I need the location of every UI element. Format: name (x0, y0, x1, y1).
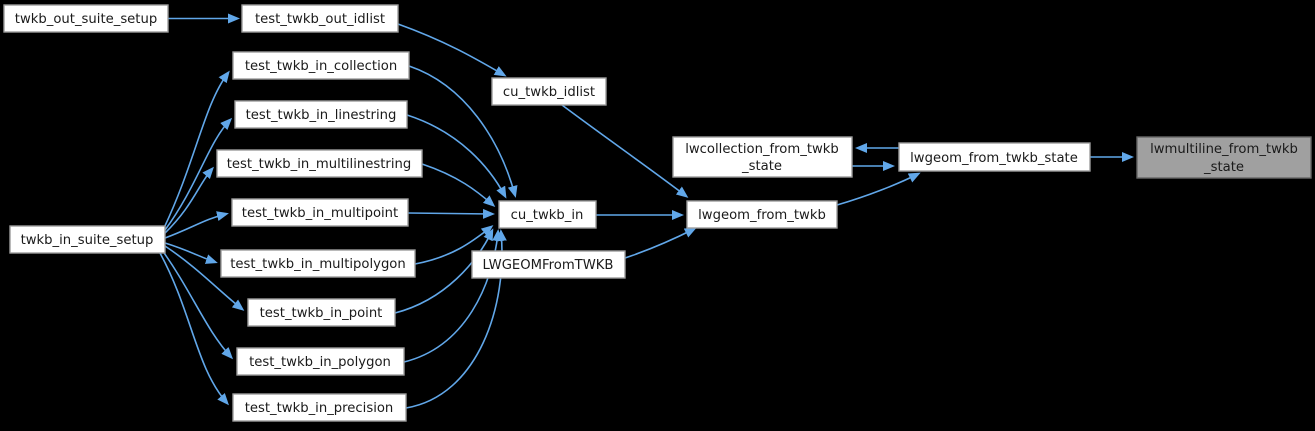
edge-twkb_in_suite_setup-to-test_twkb_in_multilinestring (164, 166, 214, 234)
node-label: test_twkb_in_multipoint (242, 206, 398, 221)
edge-test_twkb_in_multipoint-to-cu_twkb_in (407, 208, 495, 219)
edge-twkb_in_suite_setup-to-test_twkb_in_collection (163, 70, 230, 229)
edge-LWGEOMFromTWKB-to-lwgeom_from_twkb (624, 227, 697, 259)
edge-twkb_in_suite_setup-to-test_twkb_in_precision (159, 252, 229, 406)
node-box (3, 4, 169, 33)
node-box (471, 250, 626, 279)
node-box (1136, 136, 1312, 179)
node-box (216, 149, 423, 178)
node-test_twkb_in_point[interactable]: test_twkb_in_point (247, 298, 396, 327)
node-box (234, 100, 408, 129)
edge-test_twkb_in_collection-to-cu_twkb_in (408, 65, 518, 198)
node-label: lwgeom_from_twkb_state (910, 151, 1078, 166)
node-box (9, 225, 166, 254)
node-lwcollection_from_twkb_state[interactable]: lwcollection_from_twkb _state (672, 136, 853, 178)
node-cu_twkb_in[interactable]: cu_twkb_in (498, 200, 597, 229)
node-test_twkb_in_multipolygon[interactable]: test_twkb_in_multipolygon (220, 249, 416, 278)
node-box (232, 393, 407, 422)
node-box (241, 4, 399, 33)
node-label-line1: lwmultiline_from_twkb (1150, 142, 1298, 157)
node-label: cu_twkb_idlist (503, 85, 595, 100)
node-twkb_in_suite_setup[interactable]: twkb_in_suite_setup (9, 225, 166, 254)
node-label: test_twkb_in_polygon (249, 355, 391, 370)
node-box (491, 77, 607, 106)
node-test_twkb_in_precision[interactable]: test_twkb_in_precision (232, 393, 407, 422)
edge-lwgeom_from_twkb-to-lwgeom_from_twkb_state (836, 172, 921, 206)
node-label: test_twkb_in_multilinestring (227, 157, 411, 172)
node-label-line1: lwcollection_from_twkb (685, 142, 839, 157)
edge-twkb_in_suite_setup-to-test_twkb_in_polygon (161, 249, 234, 360)
node-test_twkb_in_polygon[interactable]: test_twkb_in_polygon (236, 347, 405, 376)
node-test_twkb_in_multilinestring[interactable]: test_twkb_in_multilinestring (216, 149, 423, 178)
node-lwgeom_from_twkb[interactable]: lwgeom_from_twkb (686, 200, 838, 229)
node-test_twkb_in_multipoint[interactable]: test_twkb_in_multipoint (231, 198, 409, 227)
edge-cu_twkb_idlist-to-lwgeom_from_twkb (561, 104, 689, 198)
node-label: test_twkb_in_multipolygon (230, 257, 406, 272)
edge-twkb_in_suite_setup-to-test_twkb_in_linestring (164, 117, 233, 231)
node-cu_twkb_idlist[interactable]: cu_twkb_idlist (491, 77, 607, 106)
node-label-line2: _state (1203, 160, 1244, 175)
node-label: test_twkb_in_collection (245, 59, 397, 74)
node-test_twkb_in_collection[interactable]: test_twkb_in_collection (232, 51, 410, 80)
node-label: lwgeom_from_twkb (698, 208, 826, 223)
node-box (231, 198, 409, 227)
node-test_twkb_in_linestring[interactable]: test_twkb_in_linestring (234, 100, 408, 129)
edge-test_twkb_out_idlist-to-cu_twkb_idlist (397, 23, 507, 77)
node-box (247, 298, 396, 327)
node-box (898, 142, 1091, 172)
node-label: test_twkb_in_precision (245, 401, 394, 416)
node-label: twkb_in_suite_setup (21, 233, 154, 248)
node-LWGEOMFromTWKB[interactable]: LWGEOMFromTWKB (471, 250, 626, 279)
edge-test_twkb_in_point-to-cu_twkb_in (394, 228, 494, 314)
edge-twkb_in_suite_setup-to-test_twkb_in_multipoint (164, 211, 229, 239)
node-label: test_twkb_in_point (260, 306, 383, 321)
node-box (232, 51, 410, 80)
node-box (686, 200, 838, 229)
node-label: LWGEOMFromTWKB (483, 258, 614, 273)
node-lwmultiline_from_twkb_state: lwmultiline_from_twkb _state (1136, 136, 1312, 179)
node-test_twkb_out_idlist[interactable]: test_twkb_out_idlist (241, 4, 399, 33)
node-box (498, 200, 597, 229)
edge-test_twkb_in_multilinestring-to-cu_twkb_in (421, 163, 496, 207)
edge-twkb_in_suite_setup-to-test_twkb_in_point (164, 245, 245, 311)
node-box (236, 347, 405, 376)
node-twkb_out_suite_setup[interactable]: twkb_out_suite_setup (3, 4, 169, 33)
edge-test_twkb_in_linestring-to-cu_twkb_in (406, 114, 507, 199)
node-box (220, 249, 416, 278)
node-label-line2: _state (741, 159, 782, 174)
node-label: test_twkb_out_idlist (255, 12, 385, 27)
node-box (672, 136, 853, 178)
edge-twkb_in_suite_setup-to-test_twkb_in_multipolygon (164, 242, 218, 264)
node-label: twkb_out_suite_setup (15, 12, 157, 27)
node-label: cu_twkb_in (511, 208, 584, 223)
node-label: test_twkb_in_linestring (246, 108, 397, 123)
node-lwgeom_from_twkb_state[interactable]: lwgeom_from_twkb_state (898, 142, 1091, 172)
